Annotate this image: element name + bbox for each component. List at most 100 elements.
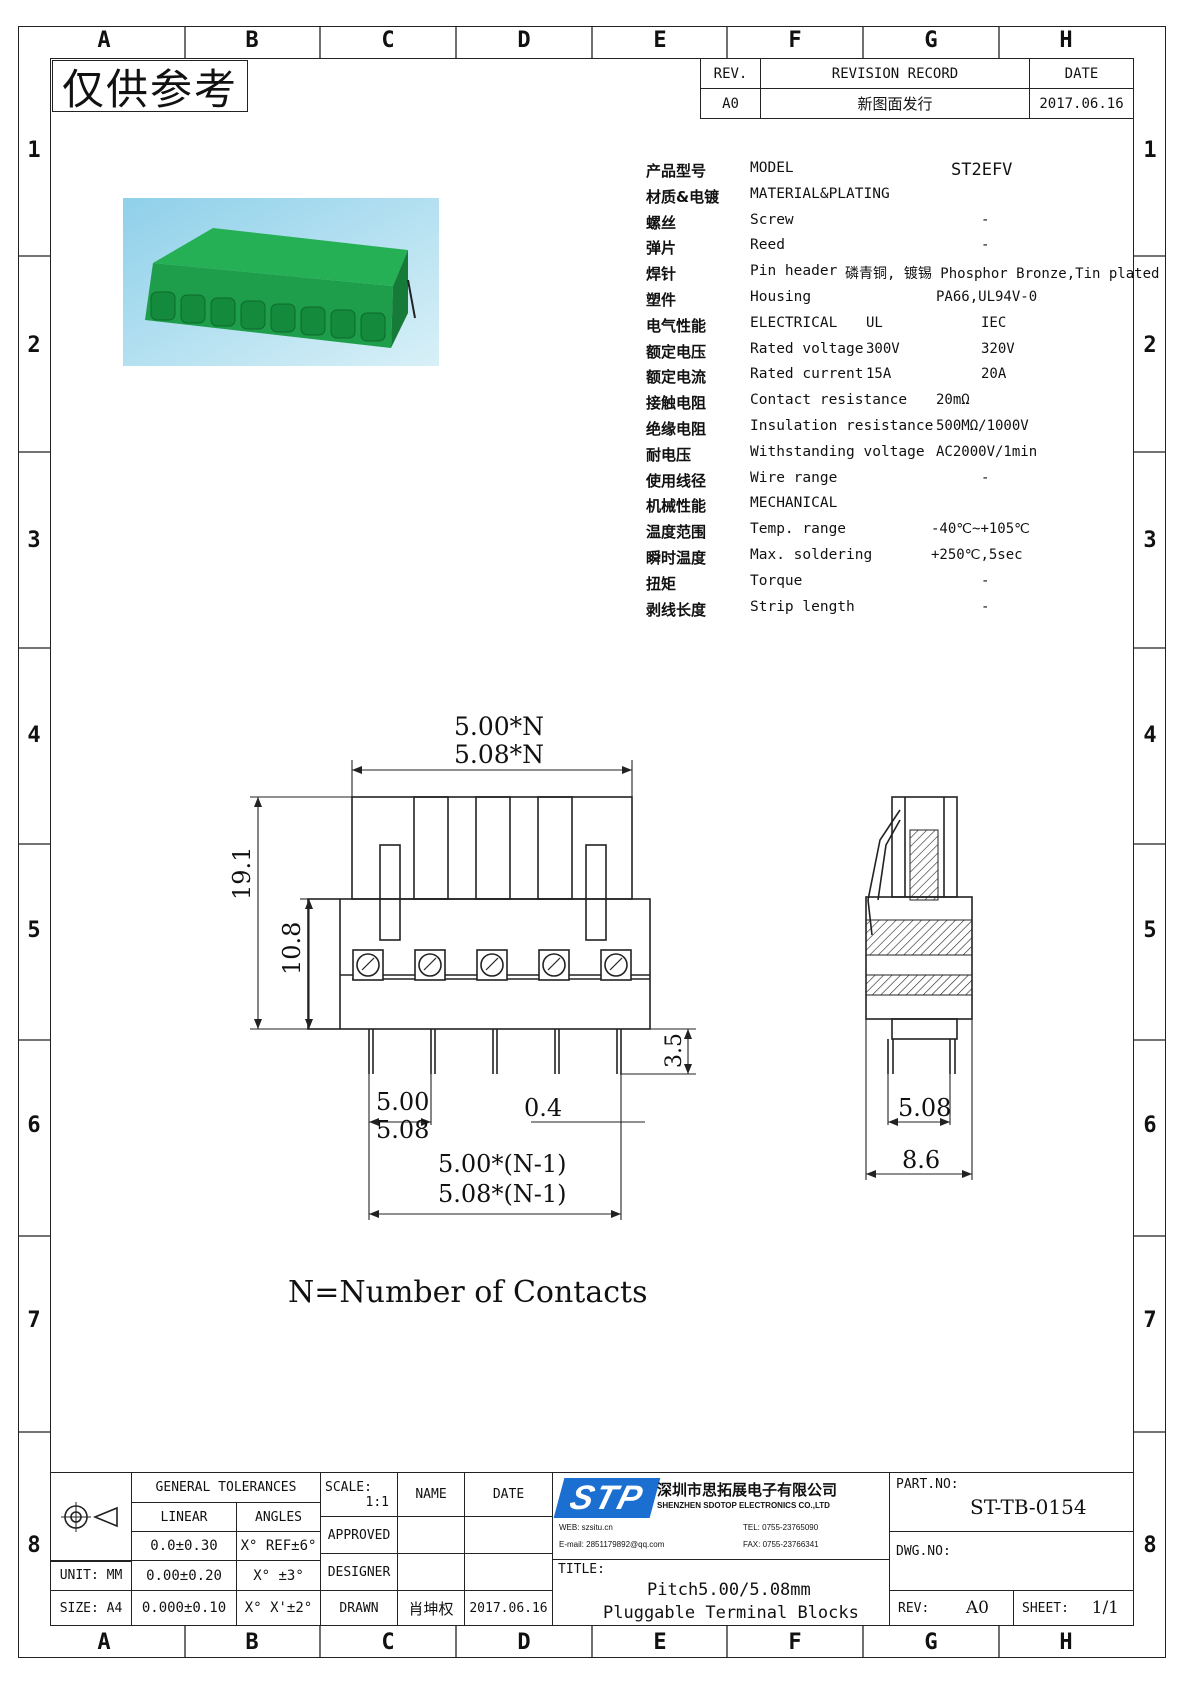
spec-cn: 接触电阻: [646, 394, 707, 413]
spec-en: Temp. range: [750, 521, 847, 538]
sheet-label: SHEET:: [1022, 1600, 1069, 1616]
dim-height-total: 19.1: [228, 846, 256, 900]
dim-pin-width: 0.4: [524, 1094, 563, 1122]
spec-v2: 320V: [981, 340, 1015, 357]
company-web: WEB: szsitu.cn: [559, 1523, 613, 1532]
company-logo: STP: [553, 1478, 661, 1518]
first-angle-projection-icon: [61, 1502, 118, 1532]
spec-cn: 耐电压: [646, 445, 692, 464]
spec-cn: 温度范围: [646, 523, 707, 542]
approved-date: [464, 1516, 553, 1554]
spec-cn: 扭矩: [646, 574, 677, 593]
spec-en: Rated voltage: [750, 340, 864, 357]
title-line-1: Pitch5.00/5.08mm: [647, 1580, 811, 1600]
zone-column-g-bottom: G: [924, 1630, 938, 1655]
tol-angle-3: X° X'±2°: [236, 1590, 321, 1626]
zone-column-d-bottom: D: [517, 1630, 531, 1655]
zone-row-3-left: 3: [27, 528, 41, 553]
general-tolerances: GENERAL TOLERANCES: [131, 1472, 321, 1503]
designer-label: DESIGNER: [320, 1553, 398, 1591]
dim-pitch-1: 5.00: [376, 1088, 430, 1116]
drawn-date: 2017.06.16: [464, 1590, 553, 1626]
revision-date: 2017.06.16: [1029, 88, 1134, 119]
zone-column-a-bottom: A: [97, 1630, 111, 1655]
zone-column-a-top: A: [97, 28, 111, 53]
spec-cn: 焊针: [646, 265, 677, 284]
approved-name: [397, 1516, 465, 1554]
zone-column-d-top: D: [517, 28, 531, 53]
spec-cn: 产品型号: [646, 162, 707, 180]
spec-en: Max. soldering: [750, 547, 873, 563]
zone-column-h-bottom: H: [1059, 1630, 1073, 1655]
zone-column-f-bottom: F: [788, 1630, 802, 1655]
spec-v1: 500MΩ/1000V: [936, 418, 1029, 434]
spec-en: ELECTRICAL: [750, 314, 838, 331]
part-no-value: ST-TB-0154: [970, 1495, 1087, 1519]
tol-angle-2: X° ±3°: [236, 1560, 321, 1591]
zone-column-b-bottom: B: [245, 1630, 259, 1655]
spec-v1: 300V: [866, 340, 900, 357]
spec-en: Pin header: [750, 263, 838, 280]
spec-en: MODEL: [750, 160, 794, 176]
sheet-cell: SHEET: 1/1: [1013, 1590, 1134, 1626]
angles-header: ANGLES: [236, 1502, 321, 1532]
spec-cn: 绝缘电阻: [646, 420, 707, 438]
title-line-2: Pluggable Terminal Blocks: [603, 1603, 859, 1623]
zone-column-b-top: B: [245, 28, 259, 53]
dim-span-2: 5.08*(N-1): [438, 1180, 567, 1208]
zone-column-g-top: G: [924, 28, 938, 53]
company-fax: FAX: 0755-23766341: [743, 1540, 819, 1549]
spec-cn: 使用线径: [646, 471, 707, 490]
dim-span-1: 5.00*(N-1): [438, 1150, 567, 1178]
zone-row-1-left: 1: [27, 138, 41, 163]
spec-cn: 塑件: [646, 291, 677, 309]
spec-en: Strip length: [750, 598, 855, 615]
dim-pitch-2: 5.08: [376, 1116, 430, 1144]
spec-cn: 额定电压: [646, 342, 707, 361]
rev-value-tb: A0: [965, 1598, 989, 1618]
drawn-label: DRAWN: [320, 1590, 398, 1626]
zone-row-2-right: 2: [1143, 333, 1157, 358]
spec-en: Reed: [750, 237, 785, 254]
name-header: NAME: [397, 1472, 465, 1517]
zone-column-e-top: E: [653, 28, 667, 53]
zone-column-c-bottom: C: [381, 1630, 395, 1655]
spec-en: Wire range: [750, 469, 838, 486]
product-photo: [123, 198, 439, 366]
title-cell: TITLE: Pitch5.00/5.08mm Pluggable Termin…: [552, 1559, 890, 1626]
zone-row-1-right: 1: [1143, 138, 1157, 163]
tol-linear-2: 0.00±0.20: [131, 1560, 237, 1591]
spec-v1: PA66,UL94V-0: [936, 289, 1038, 305]
watermark-label: 仅供参考: [52, 60, 248, 114]
date-header-tb: DATE: [464, 1472, 553, 1517]
unit-label: UNIT: MM: [50, 1560, 132, 1591]
zone-row-6-right: 6: [1143, 1113, 1157, 1138]
spec-v1: AC2000V/1min: [936, 443, 1038, 460]
spec-v1: -40℃~+105℃: [931, 521, 1030, 538]
zone-row-5-right: 5: [1143, 918, 1157, 943]
dim-side-pitch: 5.08: [898, 1094, 952, 1122]
spec-en: Contact resistance: [750, 392, 908, 409]
sheet-value: 1/1: [1091, 1598, 1119, 1618]
dim-side-width: 8.6: [902, 1146, 941, 1174]
spec-row: 温度范围 Temp. range -40℃~+105℃: [646, 521, 1126, 546]
zone-row-7-left: 7: [27, 1308, 41, 1333]
tol-linear-1: 0.0±0.30: [131, 1531, 237, 1561]
spec-v1: +250℃,5sec: [931, 547, 1023, 563]
zone-column-f-top: F: [788, 28, 802, 53]
spec-en: Insulation resistance: [750, 418, 934, 434]
zone-row-8-left: 8: [27, 1533, 41, 1558]
